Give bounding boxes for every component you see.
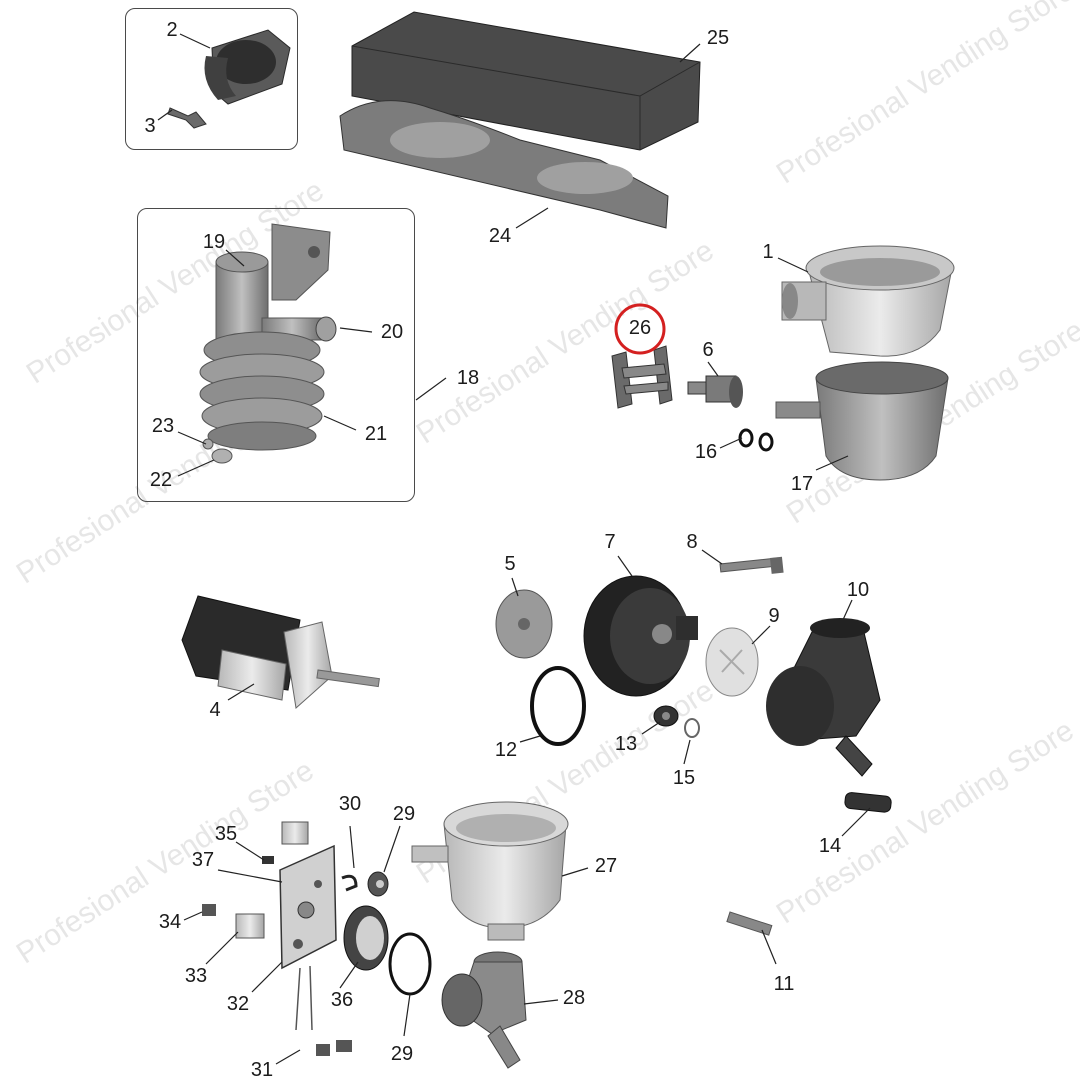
callout-21[interactable]: 21: [364, 423, 388, 445]
leader-lines: [157, 33, 871, 1065]
part-20-outlet-fitting[interactable]: [315, 316, 337, 342]
callout-28[interactable]: 28: [562, 987, 586, 1009]
callout-24[interactable]: 24: [488, 225, 512, 247]
part-4-motor[interactable]: [181, 595, 380, 709]
callout-25[interactable]: 25: [706, 27, 730, 49]
highlight-circle-26: [614, 303, 666, 355]
callout-4[interactable]: 4: [209, 699, 221, 721]
part-17-bowl[interactable]: [775, 361, 949, 481]
callout-3[interactable]: 3: [144, 115, 156, 137]
callout-19[interactable]: 19: [202, 231, 226, 253]
callout-31[interactable]: 31: [250, 1059, 274, 1081]
part-36-rotor-disc[interactable]: [343, 905, 389, 971]
assembly-box-18: [137, 208, 415, 502]
part-30-clip[interactable]: [341, 874, 358, 892]
part-19-top-sleeve[interactable]: [215, 223, 331, 343]
part-7-pump-body[interactable]: [583, 575, 698, 697]
part-13-nut[interactable]: [653, 705, 679, 727]
part-10-elbow-housing[interactable]: [766, 618, 881, 777]
part-28-whipper-housing[interactable]: [441, 951, 527, 1069]
part-23-washer[interactable]: [202, 438, 214, 450]
part-35-small-screw[interactable]: [262, 856, 274, 864]
part-29-o-ring[interactable]: [388, 932, 432, 996]
callout-33[interactable]: 33: [184, 965, 208, 987]
part-15-washer[interactable]: [684, 718, 700, 738]
callout-17[interactable]: 17: [790, 473, 814, 495]
part-5-disc[interactable]: [495, 589, 553, 659]
callout-14[interactable]: 14: [818, 835, 842, 857]
part-31-terminals[interactable]: [316, 1040, 352, 1056]
callout-10[interactable]: 10: [846, 579, 870, 601]
callout-13[interactable]: 13: [614, 733, 638, 755]
part-9-impeller[interactable]: [705, 627, 759, 697]
part-21-heating-coil[interactable]: [199, 331, 325, 451]
callout-12[interactable]: 12: [494, 739, 518, 761]
callout-18[interactable]: 18: [456, 367, 480, 389]
part-26-clamp[interactable]: [611, 345, 673, 409]
callout-23[interactable]: 23: [151, 415, 175, 437]
callout-6[interactable]: 6: [702, 339, 714, 361]
part-33-connector[interactable]: [235, 913, 265, 939]
callout-8[interactable]: 8: [686, 531, 698, 553]
callout-37[interactable]: 37: [191, 849, 215, 871]
part-32-mounting-plate[interactable]: [279, 844, 337, 1031]
part-2-flange-sleeve[interactable]: [204, 29, 291, 105]
part-8-screw[interactable]: [719, 556, 784, 574]
callout-36[interactable]: 36: [330, 989, 354, 1011]
callout-2[interactable]: 2: [166, 19, 178, 41]
part-27-mixing-bowl[interactable]: [411, 801, 569, 941]
part-1-funnel[interactable]: [781, 245, 955, 357]
callout-20[interactable]: 20: [380, 321, 404, 343]
callout-5[interactable]: 5: [504, 553, 516, 575]
callout-29[interactable]: 29: [392, 803, 416, 825]
callout-32[interactable]: 32: [226, 993, 250, 1015]
part-22-nut[interactable]: [211, 448, 233, 464]
callout-35[interactable]: 35: [214, 823, 238, 845]
part-3-clip[interactable]: [167, 107, 207, 129]
callout-22[interactable]: 22: [149, 469, 173, 491]
callout-34[interactable]: 34: [158, 911, 182, 933]
callout-1[interactable]: 1: [762, 241, 774, 263]
part-6-valve[interactable]: [687, 375, 743, 408]
part-25-tray-cover[interactable]: [351, 11, 701, 151]
callout-11[interactable]: 11: [773, 973, 795, 995]
callout-15[interactable]: 15: [672, 767, 696, 789]
callout-16[interactable]: 16: [694, 441, 718, 463]
callout-30[interactable]: 30: [338, 793, 362, 815]
part-11-pin[interactable]: [726, 911, 773, 936]
part-12-seal-ring[interactable]: [530, 666, 586, 746]
assembly-box-top-left: [125, 8, 298, 150]
part-29-bushing[interactable]: [367, 871, 389, 897]
part-37-top-connector[interactable]: [281, 821, 309, 845]
callout-9[interactable]: 9: [768, 605, 780, 627]
part-24-tray-base[interactable]: [339, 100, 669, 229]
part-16-o-rings[interactable]: [738, 428, 774, 452]
part-34-bolt[interactable]: [202, 904, 216, 916]
callout-7[interactable]: 7: [604, 531, 616, 553]
callout-29-lower[interactable]: 29: [390, 1043, 414, 1065]
callout-27[interactable]: 27: [594, 855, 618, 877]
callout-26[interactable]: 26: [628, 317, 652, 339]
